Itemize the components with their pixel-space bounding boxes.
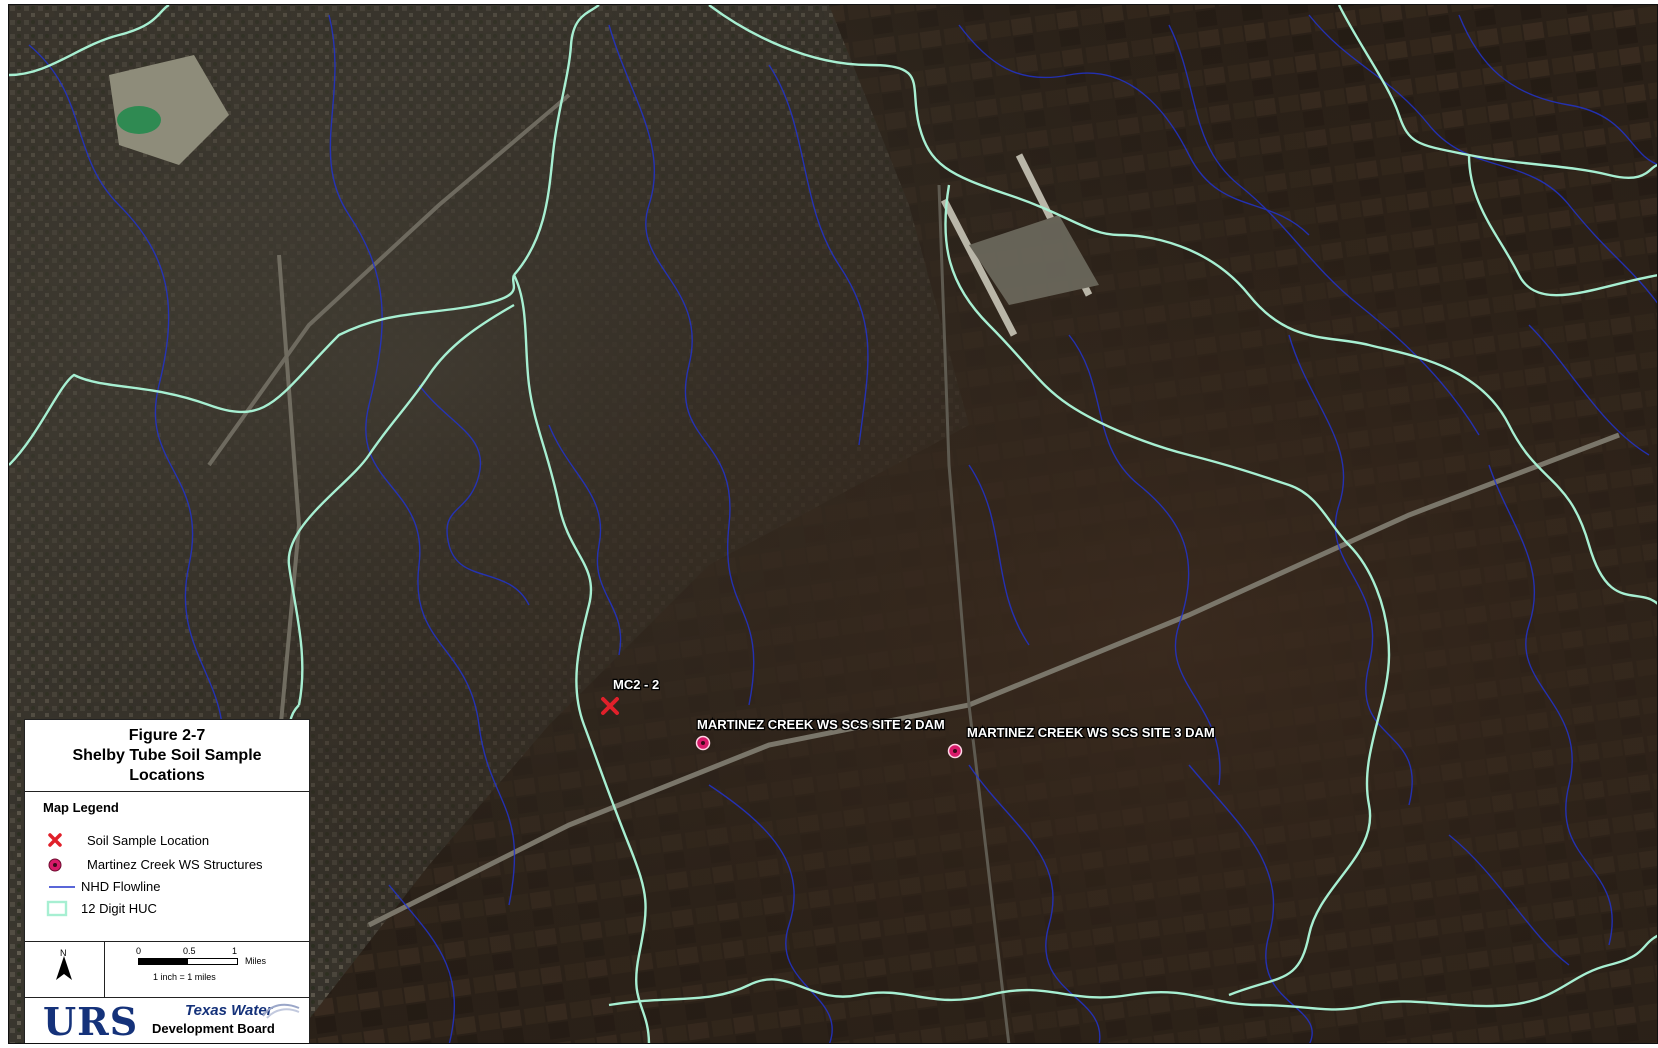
map-frame: MC2 - 2 MARTINEZ CREEK WS SCS SITE 2 DAM… [8, 4, 1658, 1044]
blue-line-icon [49, 886, 75, 888]
legend-item-flowline: NHD Flowline [41, 878, 301, 896]
scale-tick-0: 0 [136, 946, 142, 956]
structure-label-site2: MARTINEZ CREEK WS SCS SITE 2 DAM [697, 717, 945, 732]
urs-logo: URS [43, 999, 139, 1044]
scale-section: N 0 0.5 1 Miles 1 inch = 1 miles [25, 942, 309, 998]
map-legend: Map Legend Soil Sample Location Martinez… [25, 792, 309, 942]
quarry-area [109, 55, 229, 165]
structure-marker-site3[interactable] [947, 743, 963, 759]
legend-label: 12 Digit HUC [81, 901, 157, 916]
figure-number: Figure 2-7 [128, 727, 206, 744]
figure-title: Shelby Tube Soil Sample [72, 747, 262, 764]
scale-units: Miles [245, 956, 267, 966]
red-circle-icon [48, 858, 62, 872]
nhd-flowlines [28, 14, 1657, 1043]
scale-ratio: 1 inch = 1 miles [153, 972, 216, 982]
sample-label-mc2: MC2 - 2 [613, 677, 659, 692]
structure-marker-site2[interactable] [695, 735, 711, 751]
scale-bar: 0 0.5 1 Miles 1 inch = 1 miles [105, 942, 309, 998]
twdb-logo-line2: Development Board [152, 1021, 275, 1036]
legend-item-huc: 12 Digit HUC [41, 900, 301, 918]
legend-panel: Figure 2-7 Shelby Tube Soil Sample Locat… [24, 719, 310, 1044]
logo-section: URS Texas Water Development Board [25, 998, 309, 1044]
north-label: N [60, 948, 67, 958]
scale-bar-graphic [138, 958, 238, 965]
north-arrow-icon [56, 956, 72, 980]
legend-item-structures: Martinez Creek WS Structures [41, 856, 301, 874]
green-polygon-icon [46, 900, 68, 917]
twdb-wave-icon [262, 1003, 300, 1019]
pond [117, 106, 161, 134]
red-x-icon [48, 833, 62, 847]
structure-label-site3: MARTINEZ CREEK WS SCS SITE 3 DAM [967, 725, 1215, 740]
north-arrow: N [25, 942, 105, 998]
legend-heading: Map Legend [43, 800, 119, 815]
legend-label: NHD Flowline [81, 879, 161, 894]
scale-tick-05: 0.5 [183, 946, 196, 956]
huc-boundaries [9, 5, 1657, 1043]
legend-item-soil-sample: Soil Sample Location [41, 832, 301, 850]
twdb-logo-line1: Texas Water [185, 1002, 273, 1019]
figure-title-line3: Locations [129, 767, 205, 784]
scale-tick-1: 1 [232, 946, 238, 956]
legend-label: Soil Sample Location [87, 833, 210, 848]
airfield [940, 153, 1099, 337]
figure-title-box: Figure 2-7 Shelby Tube Soil Sample Locat… [25, 720, 309, 792]
road [937, 184, 1011, 1043]
highway [277, 254, 302, 746]
soil-sample-marker[interactable] [601, 697, 619, 715]
legend-label: Martinez Creek WS Structures [87, 857, 263, 872]
